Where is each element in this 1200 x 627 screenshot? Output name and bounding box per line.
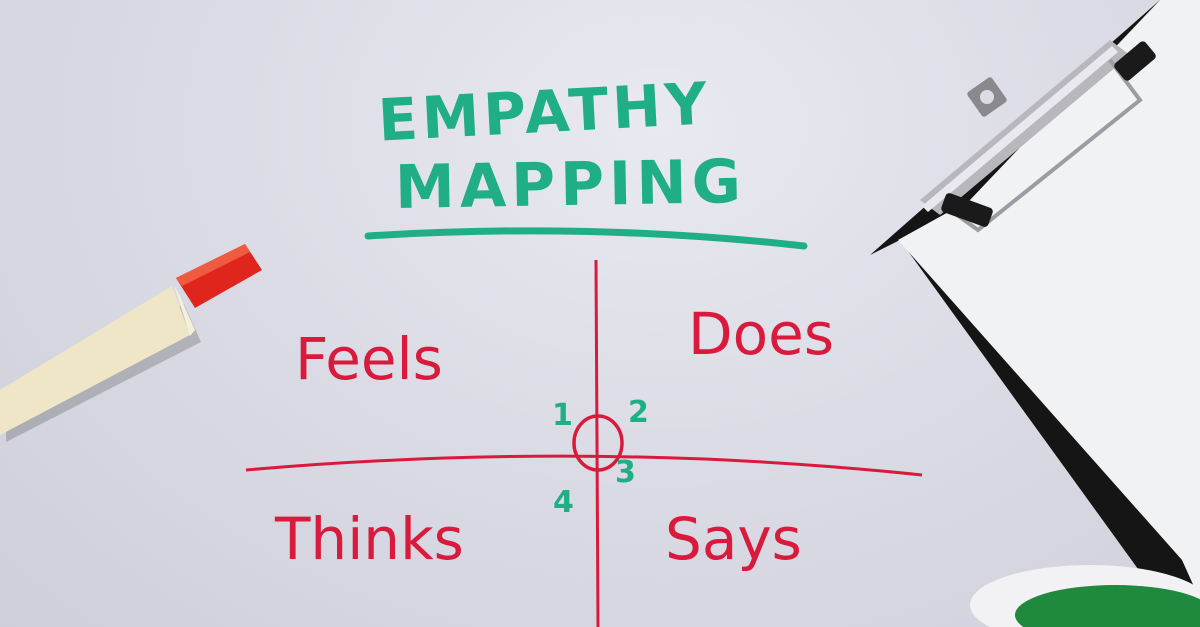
marker (0, 244, 262, 442)
quadrant-says: Says (665, 505, 802, 573)
quadrant-does: Does (688, 300, 835, 368)
clipboard (870, 0, 1200, 627)
number-2: 2 (628, 395, 649, 430)
number-1: 1 (552, 398, 573, 433)
quadrant-feels: Feels (295, 325, 443, 393)
number-4: 4 (553, 485, 574, 520)
number-3: 3 (615, 455, 636, 490)
green-marker-cap (970, 565, 1200, 627)
quadrant-thinks: Thinks (275, 505, 464, 573)
